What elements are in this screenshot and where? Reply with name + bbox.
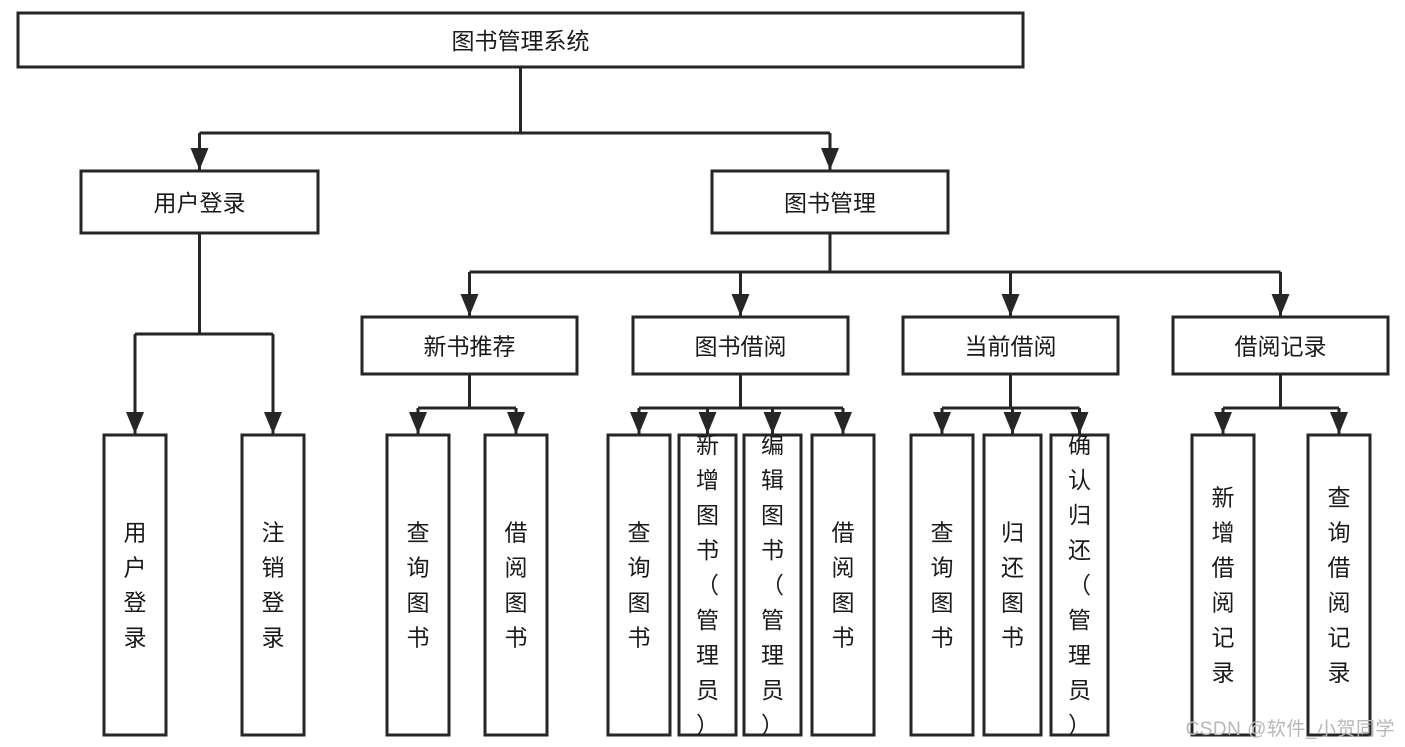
node-leaf-add-book-label: 新增图书（管理员） (696, 432, 719, 738)
node-book-borrow-label: 图书借阅 (695, 334, 787, 360)
node-borrow-record-label: 借阅记录 (1235, 334, 1327, 360)
node-leaf-return-book-label: 归还图书 (1001, 520, 1024, 651)
node-leaf-return-book-box (982, 433, 1043, 737)
node-root-box (16, 11, 1025, 69)
arrow-head-icon-l2-1 (821, 148, 839, 170)
node-leaf-edit-book-label: 编辑图书（管理员） (761, 432, 784, 738)
node-borrow-record[interactable]: 借阅记录 (1171, 315, 1390, 376)
node-leaf-query-book-2[interactable]: 查询图书 (606, 433, 672, 737)
node-book-borrow[interactable]: 图书借阅 (631, 315, 850, 376)
node-leaf-add-record-box (1190, 433, 1256, 737)
node-leaf-logout-box (240, 433, 306, 737)
node-new-book-recommend[interactable]: 新书推荐 (360, 315, 579, 376)
node-layer: 图书管理系统用户登录图书管理新书推荐图书借阅当前借阅借阅记录用户登录注销登录查询… (16, 11, 1390, 738)
node-leaf-query-record-label: 查询借阅记录 (1328, 485, 1351, 686)
node-leaf-query-book-3-label: 查询图书 (931, 520, 954, 651)
node-leaf-borrow-book-1-box (483, 433, 549, 737)
node-leaf-query-book-1-box (385, 433, 451, 737)
node-leaf-borrow-book-1[interactable]: 借阅图书 (483, 433, 549, 737)
node-book-manage-label: 图书管理 (784, 190, 876, 216)
node-leaf-add-record[interactable]: 新增借阅记录 (1190, 433, 1256, 737)
node-leaf-add-record-label: 新增借阅记录 (1212, 485, 1235, 686)
node-leaf-add-book[interactable]: 新增图书（管理员） (677, 432, 738, 738)
arrow-head-icon-l3-2 (1001, 294, 1020, 316)
node-leaf-edit-book[interactable]: 编辑图书（管理员） (742, 432, 803, 738)
csdn-watermark: CSDN @软件_小贺同学 (1185, 719, 1395, 740)
arrow-head-icon-current-borrow-2 (1070, 412, 1089, 434)
node-leaf-query-record-box (1306, 433, 1372, 737)
node-leaf-confirm-return-label: 确认归还（管理员） (1068, 432, 1091, 738)
arrow-head-icon-book-borrow-1 (698, 412, 717, 434)
node-leaf-borrow-book-2-label: 借阅图书 (832, 520, 855, 651)
node-leaf-query-book-1[interactable]: 查询图书 (385, 433, 451, 737)
node-leaf-query-book-3[interactable]: 查询图书 (909, 433, 975, 737)
node-leaf-return-book[interactable]: 归还图书 (982, 433, 1043, 737)
arrow-head-icon-borrow-record-1 (1330, 412, 1348, 434)
node-book-manage[interactable]: 图书管理 (710, 169, 950, 235)
node-leaf-query-book-2-box (606, 433, 672, 737)
arrow-head-icon-l3-0 (460, 294, 479, 316)
node-root[interactable]: 图书管理系统 (16, 11, 1025, 69)
node-current-borrow-box (901, 315, 1120, 376)
node-leaf-query-record[interactable]: 查询借阅记录 (1306, 433, 1372, 737)
node-book-borrow-box (631, 315, 850, 376)
node-leaf-borrow-book-2[interactable]: 借阅图书 (810, 433, 876, 737)
node-leaf-confirm-return-box (1049, 433, 1110, 737)
arrow-head-icon-l3-1 (731, 294, 750, 316)
arrow-head-icon-current-borrow-0 (933, 412, 951, 434)
node-leaf-confirm-return[interactable]: 确认归还（管理员） (1049, 432, 1110, 738)
node-user-login-box (79, 169, 320, 235)
arrow-head-icon-user-login-0 (126, 412, 144, 434)
node-leaf-user-login[interactable]: 用户登录 (102, 433, 168, 737)
node-leaf-user-login-box (102, 433, 168, 737)
arrow-head-icon-new-book-recommend-1 (507, 412, 525, 434)
node-user-login-label: 用户登录 (154, 190, 246, 216)
node-borrow-record-box (1171, 315, 1390, 376)
arrow-head-icon-book-borrow-3 (834, 412, 852, 434)
node-new-book-recommend-label: 新书推荐 (424, 334, 516, 360)
node-leaf-query-book-3-box (909, 433, 975, 737)
node-current-borrow[interactable]: 当前借阅 (901, 315, 1120, 376)
arrow-head-icon-new-book-recommend-0 (409, 412, 427, 434)
arrow-head-icon-l2-0 (190, 148, 209, 170)
node-leaf-borrow-book-1-label: 借阅图书 (505, 520, 528, 651)
node-leaf-add-book-box (677, 433, 738, 737)
arrow-head-icon-book-borrow-2 (763, 412, 782, 434)
node-book-manage-box (710, 169, 950, 235)
node-leaf-query-book-1-label: 查询图书 (407, 520, 430, 651)
connector-layer (126, 67, 1348, 434)
arrow-head-icon-borrow-record-0 (1214, 412, 1232, 434)
arrow-head-icon-current-borrow-1 (1003, 412, 1022, 434)
node-current-borrow-label: 当前借阅 (965, 334, 1057, 360)
node-leaf-query-book-2-label: 查询图书 (628, 520, 651, 651)
arrow-head-icon-book-borrow-0 (630, 412, 648, 434)
node-new-book-recommend-box (360, 315, 579, 376)
node-leaf-borrow-book-2-box (810, 433, 876, 737)
node-leaf-logout-label: 注销登录 (262, 520, 285, 651)
node-root-label: 图书管理系统 (452, 28, 590, 54)
node-leaf-logout[interactable]: 注销登录 (240, 433, 306, 737)
node-leaf-user-login-label: 用户登录 (124, 520, 147, 651)
node-leaf-edit-book-box (742, 433, 803, 737)
arrow-head-icon-l3-3 (1271, 294, 1290, 316)
node-user-login[interactable]: 用户登录 (79, 169, 320, 235)
arrow-head-icon-user-login-1 (264, 412, 282, 434)
